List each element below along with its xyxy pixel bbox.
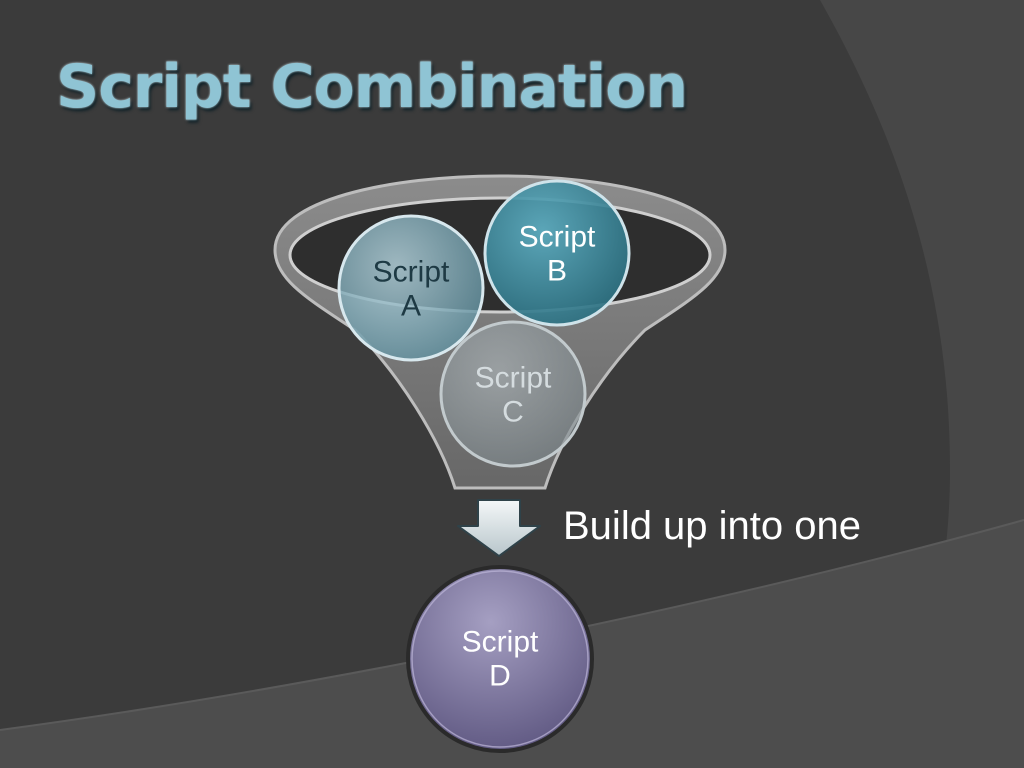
down-arrow-icon <box>457 499 541 557</box>
script-d-circle <box>406 565 594 753</box>
slide-title: Script Combination <box>56 52 688 122</box>
script-c-label: Script C <box>475 361 552 428</box>
script-a-label-line2: A <box>400 289 421 322</box>
script-d-label-line2: D <box>489 659 511 692</box>
script-c-label-line2: C <box>502 395 524 428</box>
script-a-circle <box>337 214 485 362</box>
script-c-circle <box>439 320 587 468</box>
script-d-circle-highlight <box>411 570 589 748</box>
combine-caption: Build up into one <box>563 504 862 548</box>
script-a-label-line1: Script <box>372 255 450 289</box>
script-c-label-line1: Script <box>474 361 552 395</box>
script-a-label: Script A <box>373 255 450 322</box>
script-b-label-line1: Script <box>518 220 596 254</box>
script-b-label: Script B <box>519 220 596 287</box>
script-d-label-line1: Script <box>461 625 539 659</box>
script-d-label: Script D <box>462 625 539 692</box>
script-b-label-line2: B <box>546 254 567 287</box>
script-b-circle <box>483 179 631 327</box>
